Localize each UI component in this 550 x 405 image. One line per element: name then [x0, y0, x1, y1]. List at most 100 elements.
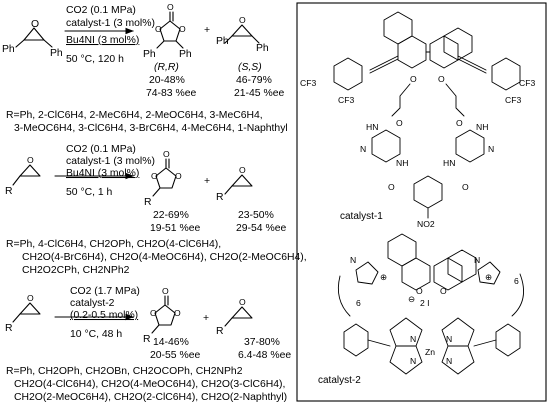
r-list-line-1: R=Ph, 4-ClC6H4, CH2OPh, CH2O(4-ClC6H4), [6, 239, 221, 250]
reaction-3: O R CO2 (1.7 MPa) catalyst-2 (0.2-0.5 mo… [5, 286, 291, 403]
reaction-2: O R CO2 (0.1 MPa) catalyst-1 (3 mol%) Bu… [5, 144, 307, 276]
r-list-line-1: R=Ph, CH2OPh, CH2OBn, CH2OCOPh, CH2NPh2 [6, 366, 243, 377]
catalyst-1-label: catalyst-1 [340, 211, 383, 222]
svg-text:O: O [167, 2, 174, 12]
carbonyl-o: O [396, 118, 403, 128]
svg-text:O: O [179, 24, 186, 34]
product2-yield: 46-79% [236, 75, 272, 86]
nitro-group: NO2 [417, 219, 435, 229]
ether-o: O [416, 286, 423, 296]
ether-o: O [438, 74, 445, 84]
svg-text:O: O [151, 171, 158, 181]
epoxide-oxygen: O [31, 19, 39, 30]
carbonyl-o: O [456, 118, 463, 128]
product2-yield: 23-50% [238, 210, 274, 221]
carbonyl-o: O [388, 182, 395, 192]
carbonate-product-3: O O O R [143, 286, 181, 345]
plus-sign: + [204, 25, 210, 36]
r-list-line-3: CH2O(2-MeOC6H4), CH2O(2-ClC6H4), CH2O(2-… [14, 392, 287, 403]
chain-length: 6 [514, 276, 519, 286]
r-list-line-2: CH2O(4-ClC6H4), CH2O(4-MeOC6H4), CH2O(3-… [14, 379, 285, 390]
pyridine-n: N [360, 144, 366, 154]
triazolium-plus: ⊕ [380, 272, 387, 282]
svg-text:O: O [239, 165, 246, 175]
condition-temp-time: 50 °C, 120 h [66, 54, 124, 65]
svg-text:O: O [155, 24, 162, 34]
zinc-center: Zn [425, 347, 435, 357]
svg-text:O: O [27, 155, 34, 165]
product2-ee: 21-45 %ee [234, 88, 284, 99]
reaction-1: O Ph Ph CO2 (0.1 MPa) catalyst-1 (3 mol%… [2, 2, 288, 134]
porphyrin-n: N [446, 356, 452, 366]
r-list-line-2: 3-MeOC6H4, 3-ClC6H4, 3-BrC6H4, 4-MeC6H4,… [14, 123, 288, 134]
substrate-ph-right: Ph [50, 48, 63, 59]
svg-text:O: O [162, 286, 169, 296]
ether-o: O [440, 286, 447, 296]
condition-temp-time: 10 °C, 48 h [70, 329, 122, 340]
product-r: R [143, 334, 151, 345]
product1-yield: 14-46% [153, 337, 189, 348]
catalyst-2-label: catalyst-2 [318, 375, 361, 386]
ether-o: O [410, 74, 417, 84]
substrate-r: R [5, 323, 13, 334]
porphyrin-n: N [446, 334, 452, 344]
product1-ee: 19-51 %ee [150, 223, 200, 234]
condition-additive: Bu4NI (3 mol%) [66, 168, 139, 179]
r-list-line-3: CH2O2CPh, CH2NPh2 [22, 265, 130, 276]
product2-ee: 29-54 %ee [236, 223, 286, 234]
product2-stereo: (S,S) [238, 62, 262, 73]
epoxide-product-2: O R [216, 165, 253, 203]
product-ph-left: Ph [143, 49, 156, 60]
r-list-line-2: CH2O(4-BrC6H4), CH2O(4-MeOC6H4), CH2O(2-… [22, 252, 307, 263]
carbonate-product-2: O O O R [144, 149, 182, 208]
condition-co2: CO2 (0.1 MPa) [66, 5, 136, 16]
amide-nh: NH [476, 122, 488, 132]
porphyrin-n: N [410, 334, 416, 344]
triazole-n: N [474, 255, 480, 265]
svg-text:O: O [174, 308, 181, 318]
svg-text:O: O [163, 149, 170, 159]
iodide-counterion: 2 I [420, 298, 430, 308]
substrate-r: R [5, 186, 13, 197]
svg-text:O: O [239, 15, 246, 25]
product1-ee: 20-55 %ee [150, 350, 200, 361]
epoxide-product-3: O R [216, 297, 253, 337]
svg-text:O: O [175, 171, 182, 181]
condition-catalyst: catalyst-2 [70, 298, 115, 309]
condition-catalyst: catalyst-1 (3 mol%) [66, 18, 155, 29]
condition-co2: CO2 (1.7 MPa) [70, 286, 140, 297]
r-list-line-1: R=Ph, 2-ClC6H4, 2-MeC6H4, 2-MeOC6H4, 3-M… [6, 110, 263, 121]
condition-catalyst: catalyst-1 (3 mol%) [66, 156, 155, 167]
chain-length: 6 [356, 298, 361, 308]
product1-yield: 20-48% [149, 75, 185, 86]
carbonate-product-1: O O O Ph Ph [143, 2, 192, 60]
catalyst-1-structure: CF3 CF3 CF3 CF3 O O O O HN NH N N NH HN … [300, 11, 535, 229]
amide-nh: NH [396, 158, 408, 168]
iodide-minus: ⊖ [408, 294, 415, 304]
product1-ee: 74-83 %ee [146, 88, 196, 99]
amide-nh: HN [443, 158, 455, 168]
plus-sign: + [203, 313, 209, 324]
condition-temp-time: 50 °C, 1 h [66, 187, 113, 198]
product1-yield: 22-69% [153, 210, 189, 221]
carbonyl-o: O [462, 182, 469, 192]
condition-additive: Bu4NI (3 mol%) [66, 35, 139, 46]
cf3-label: CF3 [300, 78, 316, 88]
svg-text:O: O [150, 308, 157, 318]
epoxide-r: R [216, 326, 224, 337]
condition-co2: CO2 (0.1 MPa) [66, 144, 136, 155]
epoxide-substrate-2: O R [5, 155, 41, 197]
epoxide-substrate-3: O R [5, 293, 41, 334]
cf3-label: CF3 [505, 95, 521, 105]
epoxide-ph-left: Ph [216, 36, 229, 47]
product2-yield: 37-80% [244, 337, 280, 348]
plus-sign: + [204, 176, 210, 187]
svg-text:O: O [239, 297, 246, 307]
epoxide-substrate-1: O Ph Ph [2, 19, 63, 59]
product-ph-right: Ph [179, 49, 192, 60]
catalyst-2-structure: N N ⊕ ⊕ O ⊖ 2 I O 6 6 N N N N Zn catalys… [318, 233, 525, 386]
epoxide-ph-right: Ph [256, 43, 269, 54]
cf3-label: CF3 [338, 95, 354, 105]
product1-stereo: (R,R) [154, 62, 179, 73]
